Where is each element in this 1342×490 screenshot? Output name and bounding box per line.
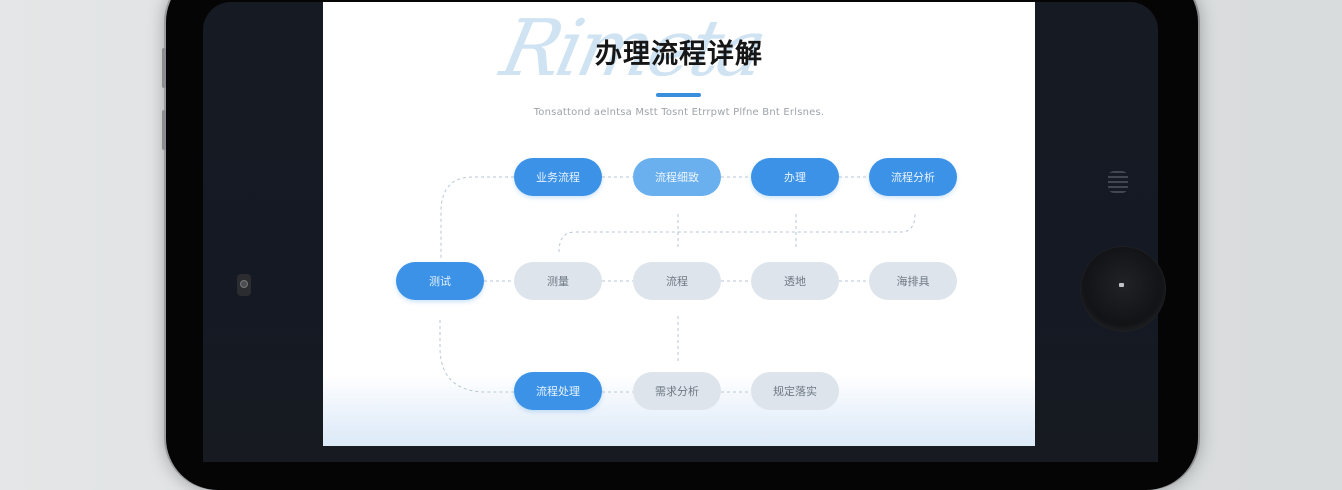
- node-label: 测试: [429, 275, 451, 288]
- node-label: 业务流程: [536, 171, 580, 184]
- node-label: 流程细致: [655, 171, 699, 184]
- node-label: 测量: [547, 275, 569, 288]
- flow-node-row2-4[interactable]: 透地: [751, 262, 839, 300]
- flow-connectors: [439, 176, 916, 393]
- flow-node-row2-3[interactable]: 流程: [633, 262, 721, 300]
- camera-icon: [237, 274, 251, 296]
- flow-node-row2-2[interactable]: 测量: [514, 262, 602, 300]
- volume-down-button: [162, 110, 166, 150]
- node-label: 规定落实: [773, 385, 817, 398]
- node-label: 海排具: [896, 275, 930, 288]
- flow-node-row2-1[interactable]: 测试: [396, 262, 484, 300]
- node-label: 透地: [784, 275, 806, 288]
- node-label: 需求分析: [655, 385, 699, 398]
- home-button[interactable]: [1081, 247, 1165, 331]
- flow-node-row1-1[interactable]: 业务流程: [514, 158, 602, 196]
- node-label: 流程: [666, 275, 688, 288]
- flow-node-row1-2[interactable]: 流程细致: [633, 158, 721, 196]
- flow-node-row1-3[interactable]: 办理: [751, 158, 839, 196]
- home-indicator-icon: [1119, 283, 1124, 287]
- flow-node-row3-1[interactable]: 流程处理: [514, 372, 602, 410]
- flow-node-row2-5[interactable]: 海排具: [869, 262, 957, 300]
- slide-title: 办理流程详解: [595, 39, 763, 70]
- flow-node-row3-2[interactable]: 需求分析: [633, 372, 721, 410]
- flow-node-row3-3[interactable]: 规定落实: [751, 372, 839, 410]
- flow-node-row1-4[interactable]: 流程分析: [869, 158, 957, 196]
- node-label: 流程处理: [536, 385, 580, 398]
- slide-subtitle: Tonsattond aelntsa Mstt Tosnt Etrrpwt Pl…: [533, 107, 825, 118]
- node-label: 流程分析: [891, 171, 935, 184]
- speaker-grille-icon: [1108, 171, 1128, 193]
- presentation-slide: Rimeta 办理流程详解 Tonsattond aelntsa Mstt To…: [323, 2, 1035, 446]
- node-label: 办理: [784, 171, 806, 184]
- volume-up-button: [162, 48, 166, 88]
- title-underline: [656, 93, 701, 97]
